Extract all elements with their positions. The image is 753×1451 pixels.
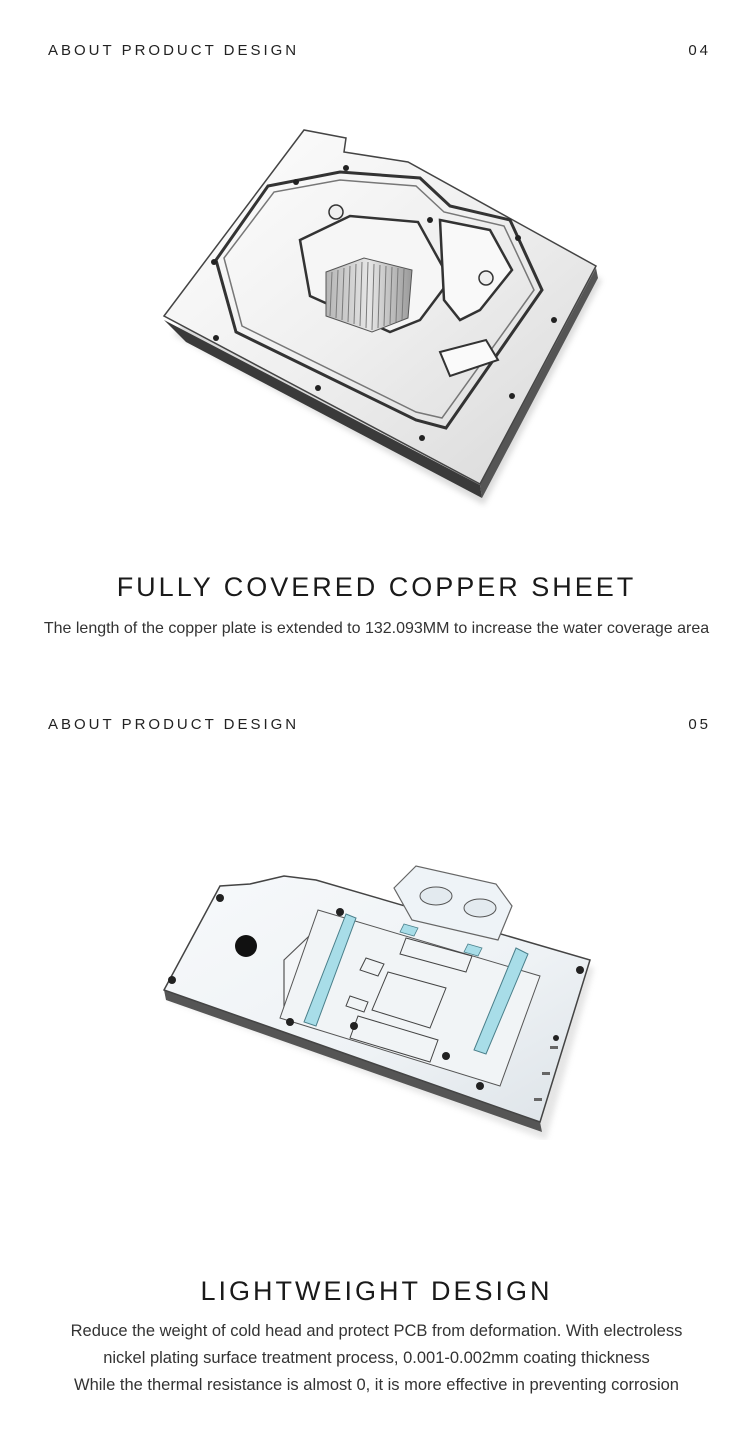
section-header-05: ABOUT PRODUCT DESIGN 05: [48, 716, 711, 733]
section-label: ABOUT PRODUCT DESIGN: [48, 42, 300, 59]
section-number: 05: [688, 716, 711, 733]
description-line: nickel plating surface treatment process…: [103, 1349, 650, 1367]
water-block-image: [162, 865, 594, 1140]
section-header-04: ABOUT PRODUCT DESIGN 04: [48, 42, 711, 59]
description-line: Reduce the weight of cold head and prote…: [70, 1322, 683, 1340]
section-title: LIGHTWEIGHT DESIGN: [200, 1276, 553, 1306]
section-label: ABOUT PRODUCT DESIGN: [48, 716, 300, 733]
section-number: 04: [688, 42, 711, 59]
copper-plate-image: [162, 129, 602, 505]
thermal-pads: [303, 913, 529, 1055]
section-description: Reduce the weight of cold head and prote…: [0, 1318, 753, 1399]
cooling-fins: [325, 257, 413, 333]
section-description: The length of the copper plate is extend…: [43, 620, 710, 637]
section-title: FULLY COVERED COPPER SHEET: [116, 572, 637, 602]
description-line: While the thermal resistance is almost 0…: [74, 1376, 679, 1394]
port-housing: [393, 865, 513, 941]
